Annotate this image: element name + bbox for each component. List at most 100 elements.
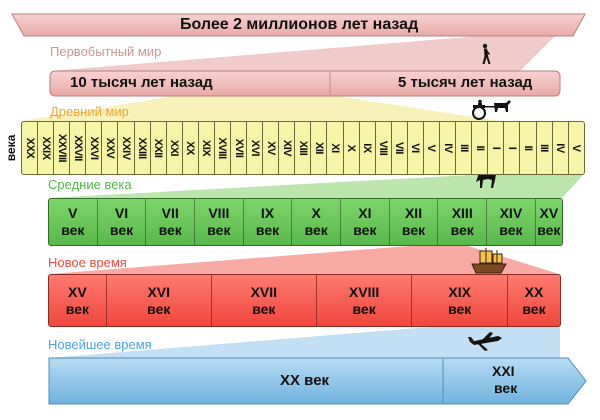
ancient-century-cell: XV	[263, 122, 280, 174]
sailing-ship-icon	[471, 248, 507, 274]
century-word: век	[352, 300, 376, 317]
ancient-century-cell: XXIII	[135, 122, 151, 174]
century-number: IX	[260, 205, 275, 221]
ancient-century-cell: IV	[553, 122, 569, 174]
century-number: XI	[358, 205, 372, 221]
prehistoric-left-text: 10 тысяч лет назад	[70, 74, 213, 91]
century-word: век	[401, 222, 426, 238]
ancient-century-label: V	[425, 144, 438, 152]
century-number: XVII	[250, 283, 278, 300]
connector-middle	[49, 175, 583, 198]
ancient-century-cell: XXIV	[118, 122, 135, 174]
ancient-century-label: VI	[409, 143, 422, 153]
ancient-century-cell: XIV	[279, 122, 296, 174]
ancient-century-label: IV	[554, 143, 567, 153]
century-word: век	[522, 300, 546, 317]
ancient-century-label: XXII	[152, 138, 165, 158]
ancient-century-label: V	[570, 144, 583, 152]
century-word: век	[353, 222, 377, 238]
century-number: XX	[524, 283, 544, 300]
ancient-century-cell: XIII	[295, 122, 312, 174]
century-word: век	[450, 222, 474, 238]
ancient-century-label: XXI	[168, 139, 181, 157]
ancient-century-label: XII	[312, 142, 325, 154]
prehistoric-top-band-text: Более 2 миллионов лет назад	[180, 16, 419, 33]
ancient-century-label: XX	[184, 141, 197, 155]
ancient-century-cell: XXVII	[70, 122, 87, 174]
label-ancient: Древний мир	[50, 104, 129, 119]
ancient-century-label: XXX	[23, 137, 36, 159]
ancient-century-cell: III	[456, 122, 473, 174]
century-number: XII	[404, 205, 423, 221]
century-number: XV	[68, 283, 87, 300]
label-prehistoric: Первобытный мир	[50, 44, 162, 59]
connector-ancient	[22, 95, 500, 121]
century-word: век	[255, 222, 280, 238]
ancient-century-label: IX	[361, 143, 374, 153]
ancient-century-label: XXVII	[71, 135, 84, 161]
century-word: век	[65, 300, 89, 317]
ancient-century-cell: IV	[440, 122, 457, 174]
ancient-century-cell: XXII	[151, 122, 167, 174]
ancient-century-label: XVIII	[216, 137, 229, 159]
ancient-century-cell: II	[472, 122, 489, 174]
century-word: век	[109, 222, 134, 238]
ancient-century-label: X	[345, 144, 358, 152]
ancient-century-label: XIII	[296, 140, 309, 156]
ancient-century-cell: XXV	[102, 122, 119, 174]
ancient-century-cell: IX	[360, 122, 376, 174]
ancient-century-label: VIII	[377, 140, 390, 156]
ancient-century-cell: XVI	[247, 122, 264, 174]
century-number: XVIII	[348, 283, 380, 300]
ancient-century-label: XVI	[248, 139, 261, 157]
newest-cell-xx: XX век	[280, 372, 330, 389]
ancient-century-label: XXV	[103, 137, 116, 159]
ancient-century-cell: X	[344, 122, 360, 174]
century-word: век	[252, 300, 276, 317]
ancient-century-cell: XI	[327, 122, 344, 174]
ancient-century-cell: XXIX	[38, 122, 55, 174]
century-number: XIV	[499, 205, 523, 221]
century-number: XIII	[451, 205, 473, 221]
prehistoric-top-band	[11, 13, 586, 37]
ancient-century-label: XXIX	[39, 136, 52, 160]
century-word: век	[147, 300, 171, 317]
ancient-century-cell: XVII	[231, 122, 248, 174]
prehistoric-right-text: 5 тысяч лет назад	[398, 74, 533, 91]
ancient-century-cell: I	[504, 122, 521, 174]
ancient-century-cell: XXVIII	[54, 122, 71, 174]
label-newest-time: Новейшее время	[48, 337, 152, 352]
ancient-century-cell: III	[537, 122, 553, 174]
century-number: X	[311, 205, 321, 221]
ancient-century-label: XXIII	[136, 137, 149, 159]
ancient-century-label: I	[489, 146, 502, 150]
century-word: век	[499, 222, 523, 238]
ancient-century-label: I	[505, 146, 518, 150]
century-word: век	[158, 222, 182, 238]
ancient-century-label: II	[473, 145, 486, 151]
ancient-century-cell: VI	[408, 122, 424, 174]
ancient-century-cell: XXVI	[86, 122, 103, 174]
ancient-century-cell: XVIII	[215, 122, 232, 174]
ancient-century-label: XV	[264, 141, 277, 155]
newest-cell-xxi-num: XXI	[492, 363, 515, 379]
airplane-icon	[468, 332, 502, 351]
century-number: VII	[161, 205, 179, 221]
connector-prehistoric	[50, 36, 555, 71]
ancient-century-cell: I	[488, 122, 505, 174]
